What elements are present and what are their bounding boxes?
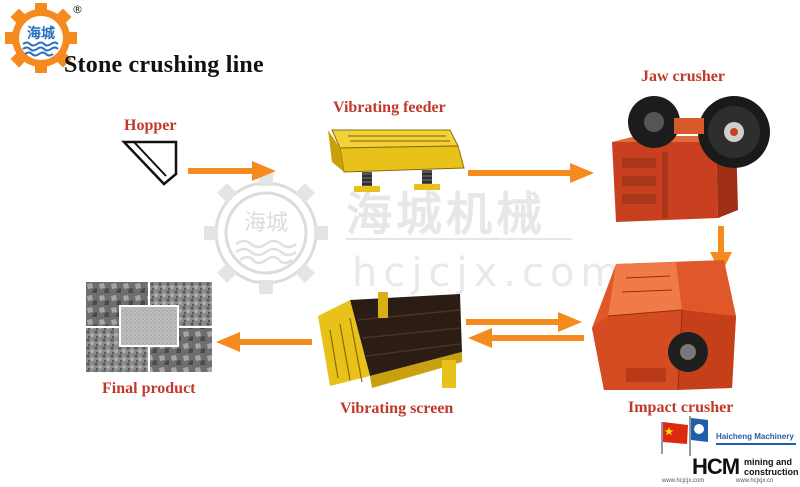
arrow-feeder-to-jaw: [468, 163, 594, 183]
hopper-symbol: [121, 140, 178, 186]
hcm-mining-and-text: mining and: [744, 457, 792, 467]
hcm-construction: construction: [744, 467, 799, 477]
label-final-product: Final product: [102, 380, 196, 397]
hcm-divider: [716, 443, 796, 445]
hcm-top-line: Haicheng Machinery: [716, 432, 794, 441]
registered-mark: ®: [72, 3, 83, 16]
hcm-url-2: www.hcjxjx.cn: [736, 478, 774, 484]
watermark-divider: [346, 238, 572, 240]
hcm-brand-badge: Haicheng Machinery HCM mining and constr…: [660, 416, 799, 484]
hcm-flag-icon: [689, 416, 708, 456]
watermark-chinese-text: 海城机械: [346, 187, 546, 241]
watermark-gear-logo: 海城: [204, 172, 328, 294]
arrow-screen-to-product: [216, 332, 312, 352]
company-logo: 海城: [5, 3, 77, 73]
label-impact-crusher: Impact crusher: [628, 399, 734, 416]
watermark-url: hcjcjx.com: [352, 250, 626, 296]
hcm-url-1: www.hcjcjx.com: [662, 478, 705, 484]
hcm-mining-and: mining and: [744, 458, 792, 467]
final-product-image: [86, 282, 212, 372]
watermark-logo-text: 海城: [244, 211, 288, 236]
page-title: Stone crushing line: [64, 52, 264, 78]
arrow-screen-to-impact: [466, 312, 582, 332]
label-jaw-crusher: Jaw crusher: [641, 68, 725, 85]
china-flag-icon: [661, 422, 688, 454]
label-vibrating-screen: Vibrating screen: [340, 400, 454, 417]
jaw-crusher-image: [612, 96, 770, 222]
label-vibrating-feeder: Vibrating feeder: [333, 99, 446, 116]
hcm-logo-text: HCM: [692, 454, 740, 479]
arrow-hopper-to-feeder: [188, 161, 276, 181]
company-logo-text: 海城: [27, 25, 55, 42]
label-hopper: Hopper: [124, 117, 177, 134]
vibrating-screen-image: [318, 292, 462, 388]
impact-crusher-image: [592, 260, 736, 391]
vibrating-feeder-image: [328, 129, 465, 192]
arrow-impact-to-screen: [468, 328, 584, 348]
